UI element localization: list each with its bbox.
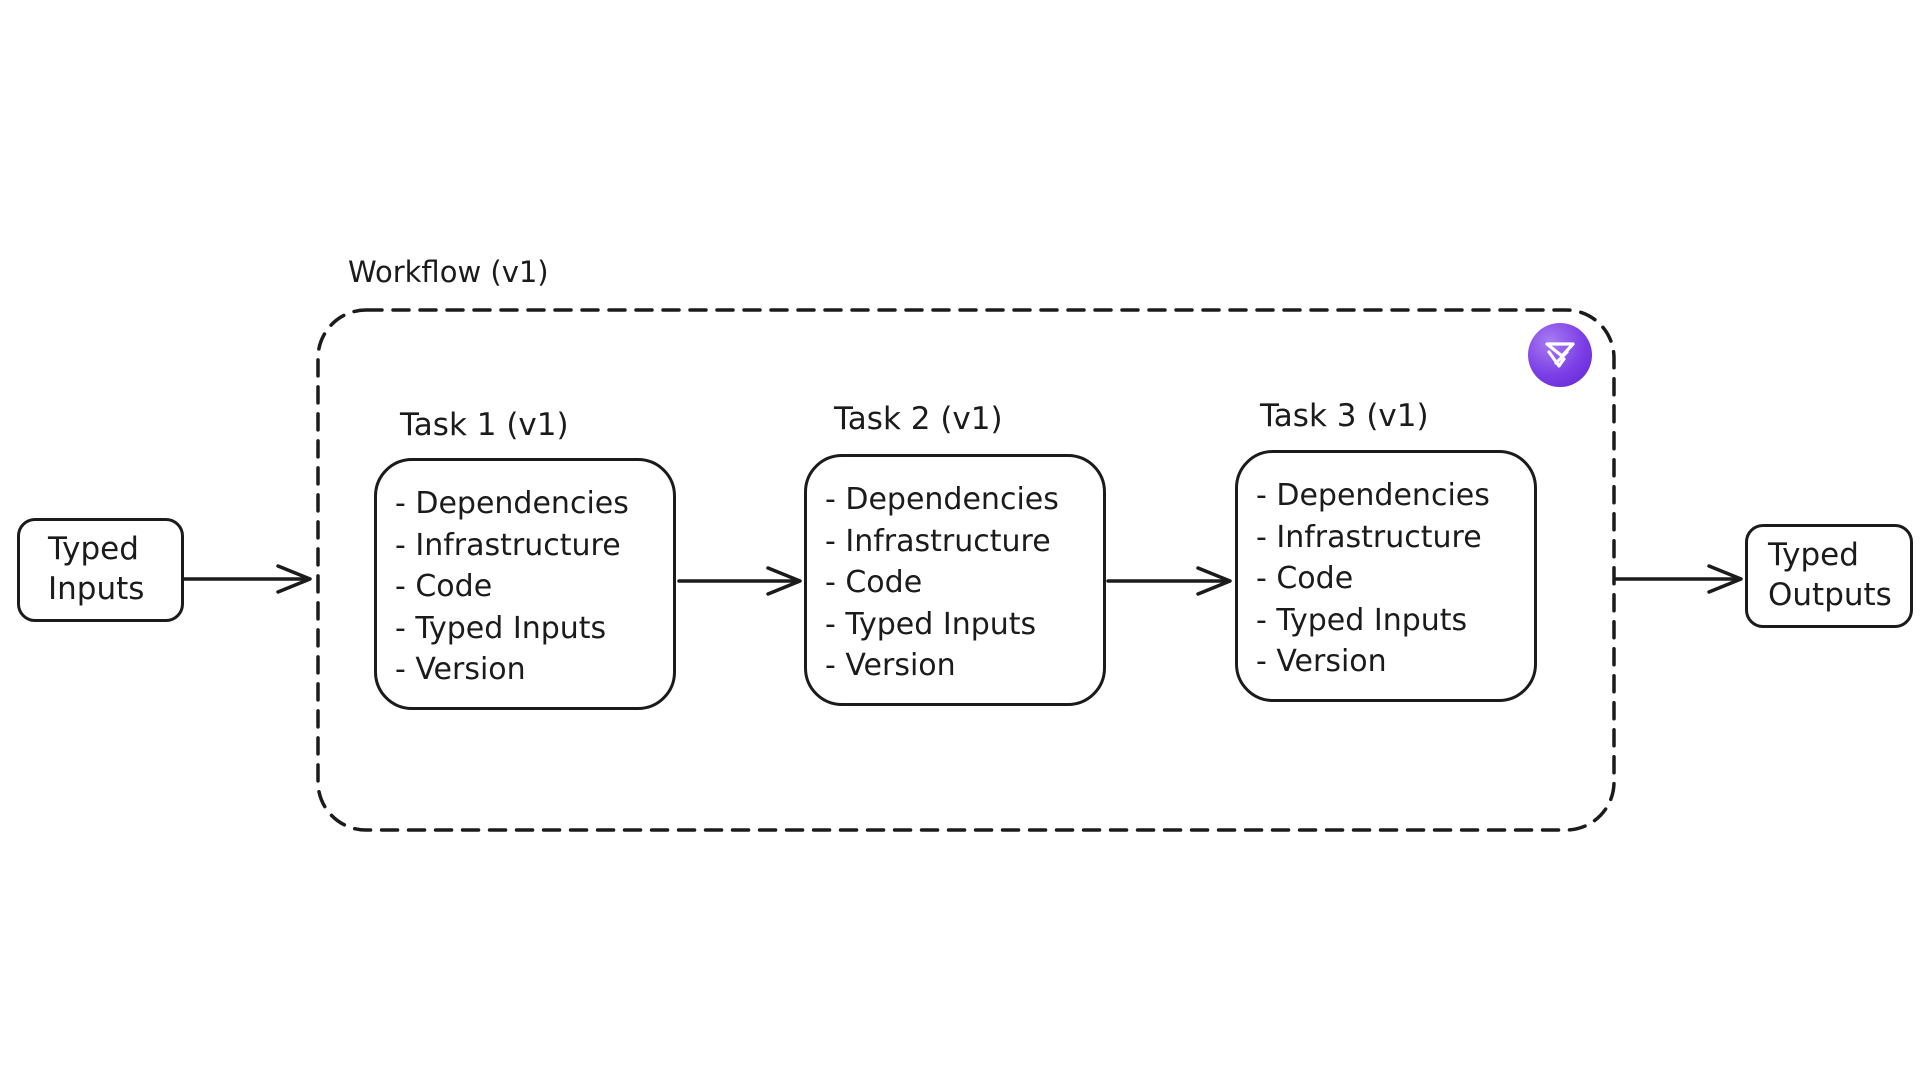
workflow-container <box>316 308 1616 832</box>
typed-inputs-box: Typed Inputs <box>17 518 184 622</box>
typed-inputs-line2: Inputs <box>48 571 145 607</box>
task-2-box: - Dependencies - Infrastructure - Code -… <box>804 454 1106 706</box>
workflow-label: Workflow (v1) <box>348 255 549 289</box>
flyte-logo-icon <box>1528 323 1592 387</box>
task-3-item: - Dependencies <box>1256 478 1490 513</box>
task-3-item: - Version <box>1256 644 1387 679</box>
task-3-item: - Typed Inputs <box>1256 602 1468 638</box>
task-1-item: - Dependencies <box>395 486 629 521</box>
task-2-item: - Typed Inputs <box>825 606 1037 642</box>
task-2-item: - Code <box>825 565 923 600</box>
task-1-box: - Dependencies - Infrastructure - Code -… <box>374 458 676 710</box>
task-3-item: - Code <box>1256 561 1354 596</box>
task-1-title: Task 1 (v1) <box>400 407 569 443</box>
arrow-inputs-to-workflow <box>182 564 312 594</box>
task-2-item: - Dependencies <box>825 482 1059 517</box>
task-3-box: - Dependencies - Infrastructure - Code -… <box>1235 450 1537 702</box>
task-2-list: - Dependencies - Infrastructure - Code -… <box>825 479 1103 687</box>
arrow-task2-to-task3 <box>1106 566 1232 596</box>
task-1-item: - Code <box>395 569 493 604</box>
arrow-task1-to-task2 <box>677 566 802 596</box>
task-3-item: - Infrastructure <box>1256 519 1482 555</box>
task-1-item: - Infrastructure <box>395 527 621 563</box>
typed-outputs-line2: Outputs <box>1768 577 1892 613</box>
arrow-workflow-to-outputs <box>1614 564 1743 594</box>
task-1-item: - Version <box>395 652 526 687</box>
typed-outputs-box: Typed Outputs <box>1745 524 1913 628</box>
task-1-item: - Typed Inputs <box>395 610 607 646</box>
task-3-title: Task 3 (v1) <box>1260 398 1429 434</box>
task-2-item: - Infrastructure <box>825 523 1051 559</box>
task-1-list: - Dependencies - Infrastructure - Code -… <box>395 483 673 691</box>
task-2-title: Task 2 (v1) <box>834 401 1003 437</box>
typed-outputs-line1: Typed <box>1768 537 1859 573</box>
task-3-list: - Dependencies - Infrastructure - Code -… <box>1256 475 1534 683</box>
typed-inputs-line1: Typed <box>48 531 139 567</box>
task-2-item: - Version <box>825 648 956 683</box>
